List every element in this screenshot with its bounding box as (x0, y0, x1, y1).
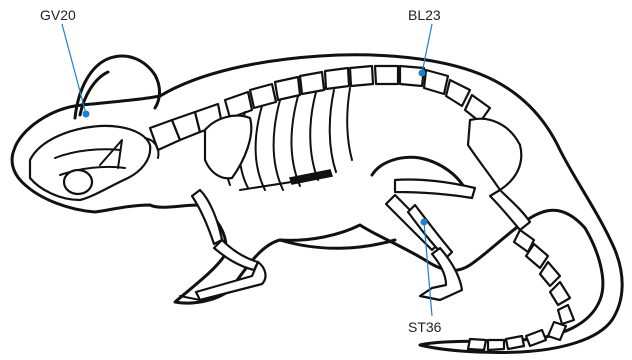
gv20-leader-line (62, 24, 86, 114)
front-leg (180, 116, 265, 300)
gv20-point-marker (83, 111, 90, 118)
acupoint-gv20: GV20 (40, 7, 90, 118)
st36-point-marker (421, 219, 428, 226)
st36-label: ST36 (408, 319, 442, 335)
bl23-leader-line (422, 24, 432, 73)
tail (468, 230, 574, 350)
gv20-label: GV20 (40, 7, 76, 23)
body-outline (12, 55, 622, 353)
bl23-label: BL23 (408, 7, 441, 23)
bl23-point-marker (419, 70, 426, 77)
pelvis (468, 119, 530, 230)
skull (30, 126, 158, 200)
hind-leg (386, 179, 475, 300)
